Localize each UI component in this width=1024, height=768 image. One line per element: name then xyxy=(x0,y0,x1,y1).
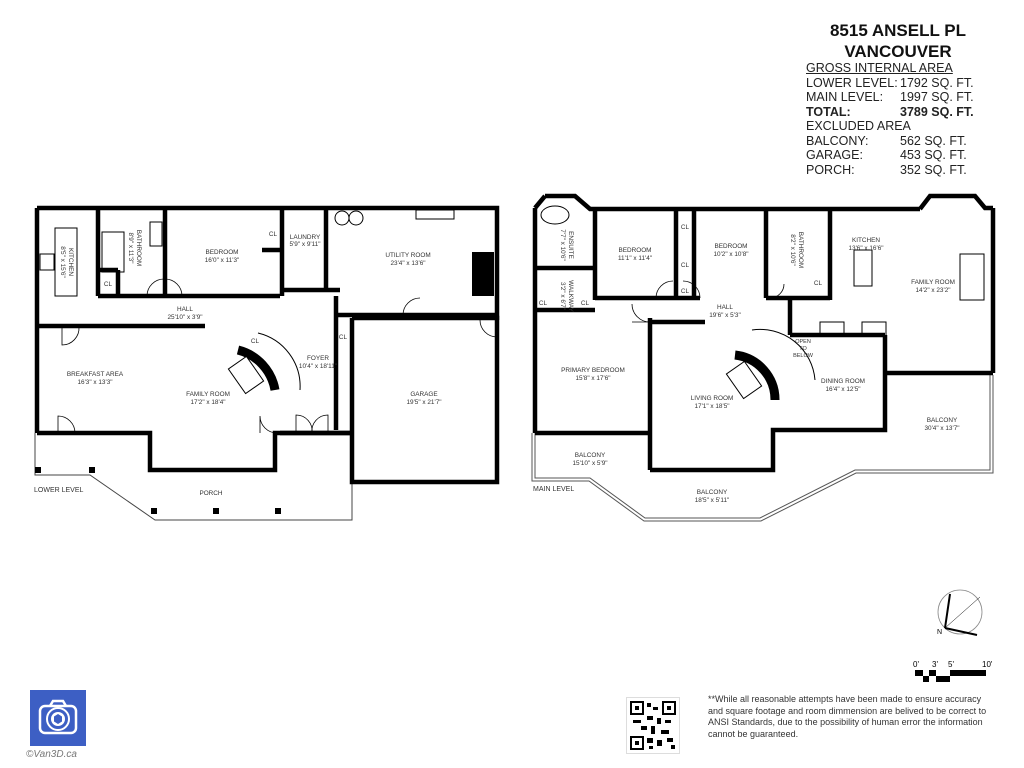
room-label-bathroom-main: BATHROOM8'2" x 10'6" xyxy=(789,232,804,268)
area-summary: GROSS INTERNAL AREA LOWER LEVEL:1792 SQ.… xyxy=(806,61,974,177)
main-room-labels: ENSUITE7'7" x 10'6" WALKWAY3'2" x 6'7" B… xyxy=(533,224,960,504)
city: VANCOUVER xyxy=(844,42,952,61)
closet-label: CL xyxy=(681,288,690,295)
closet-label: CL xyxy=(814,280,823,287)
qr-code[interactable] xyxy=(626,697,680,754)
svg-text:10': 10' xyxy=(982,660,993,669)
level-label-lower: LOWER LEVEL xyxy=(34,487,84,494)
svg-text:N: N xyxy=(937,629,942,636)
scale-bar: 0' 3' 5' 10' xyxy=(913,660,993,682)
closet-label: CL xyxy=(104,281,113,288)
room-label-porch: PORCH xyxy=(199,490,222,497)
lower-level-plan xyxy=(34,205,500,521)
compass-icon: N xyxy=(937,589,983,636)
brand-logo[interactable] xyxy=(30,690,86,746)
level-label-main: MAIN LEVEL xyxy=(533,486,574,493)
area-row-balcony: BALCONY:562 SQ. FT. xyxy=(806,133,967,148)
room-label-kitchen-lower: KITCHEN8'5" x 15'6" xyxy=(59,246,74,278)
room-label-ensuite: ENSUITE7'7" x 10'6" xyxy=(559,229,574,261)
area-row-garage: GARAGE:453 SQ. FT. xyxy=(806,148,967,162)
disclaimer-text: **While all reasonable attempts have bee… xyxy=(708,694,987,739)
closet-label: CL xyxy=(581,300,590,307)
property-title: 8515 ANSELL PL VANCOUVER xyxy=(806,20,990,62)
gross-area-heading: GROSS INTERNAL AREA xyxy=(806,61,953,75)
room-label-bathroom-lower: BATHROOM8'9" x 11'3" xyxy=(127,230,142,266)
closet-label: CL xyxy=(339,334,348,341)
closet-label: CL xyxy=(681,262,690,269)
lower-room-labels: KITCHEN8'5" x 15'6" BATHROOM8'9" x 11'3"… xyxy=(34,230,442,497)
svg-text:3': 3' xyxy=(932,660,938,669)
closet-label: CL xyxy=(539,300,548,307)
camera-icon xyxy=(38,699,78,735)
copyright-text: ©Van3D.ca xyxy=(26,749,77,760)
excluded-area-heading: EXCLUDED AREA xyxy=(806,119,911,133)
room-label-walkway: WALKWAY3'2" x 6'7" xyxy=(559,280,574,312)
address: 8515 ANSELL PL xyxy=(829,21,967,40)
svg-text:0': 0' xyxy=(913,660,919,669)
svg-text:5': 5' xyxy=(948,660,954,669)
area-row-main: MAIN LEVEL:1997 SQ. FT. xyxy=(806,90,974,104)
main-level-plan xyxy=(531,193,996,522)
closet-label: CL xyxy=(269,231,278,238)
area-row-total: TOTAL:3789 SQ. FT. xyxy=(806,104,974,119)
closet-label: CL xyxy=(251,338,260,345)
area-row-porch: PORCH:352 SQ. FT. xyxy=(806,162,967,177)
closet-label: CL xyxy=(681,224,690,231)
area-row-lower: LOWER LEVEL:1792 SQ. FT. xyxy=(806,75,974,90)
